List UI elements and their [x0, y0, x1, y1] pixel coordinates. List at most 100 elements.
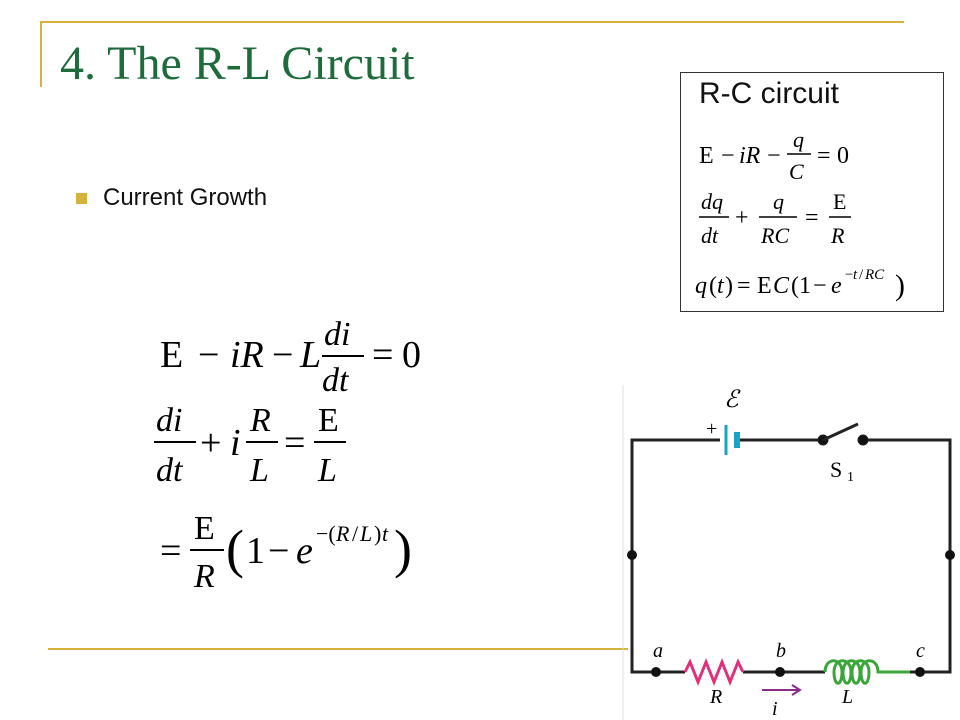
svg-text:−: −: [198, 334, 219, 376]
svg-text:−: −: [845, 267, 853, 283]
svg-text:E: E: [757, 273, 772, 299]
svg-text:=: =: [160, 530, 181, 572]
svg-text:(: (: [226, 519, 244, 579]
svg-text:t: t: [717, 273, 725, 299]
svg-text:−: −: [813, 273, 827, 299]
svg-text:(1: (1: [791, 273, 811, 299]
inductor-icon: [823, 659, 910, 685]
svg-text:di: di: [156, 402, 182, 439]
svg-text:q: q: [773, 189, 784, 214]
node-a-label: a: [653, 640, 663, 662]
switch-label: S: [830, 457, 842, 482]
svg-text:E: E: [833, 189, 846, 214]
switch-subscript: 1: [847, 470, 854, 485]
svg-text:E: E: [194, 510, 215, 547]
svg-text:): ): [725, 273, 733, 299]
node-c: [915, 667, 925, 677]
svg-text:q: q: [695, 273, 707, 299]
svg-text:L: L: [299, 334, 321, 376]
svg-text:dq: dq: [701, 189, 723, 214]
bullet-text: Current Growth: [103, 184, 268, 211]
svg-text:dt: dt: [322, 362, 350, 399]
rl-circuit-diagram: + ℰ S 1 a b c R L i: [622, 385, 955, 720]
svg-text:(: (: [709, 273, 717, 299]
svg-text:dt: dt: [701, 223, 719, 248]
svg-text:di: di: [324, 316, 350, 353]
node-right: [945, 550, 955, 560]
svg-text:=: =: [817, 143, 831, 169]
svg-text:RC: RC: [760, 223, 789, 248]
svg-text:dt: dt: [156, 452, 184, 489]
svg-text:E: E: [318, 402, 339, 439]
svg-text:E: E: [160, 334, 183, 376]
svg-text:L: L: [359, 521, 372, 546]
svg-text:0: 0: [837, 143, 849, 169]
svg-text:e: e: [831, 273, 842, 299]
svg-text:L: L: [317, 452, 337, 489]
node-left: [627, 550, 637, 560]
rc-equation-3: q ( t ) = E C (1 − e − t / RC ): [695, 267, 905, 302]
svg-text:=: =: [284, 422, 305, 464]
inductor-label: L: [841, 686, 853, 708]
svg-text:iR: iR: [230, 334, 264, 376]
svg-text:C: C: [789, 159, 804, 184]
svg-text:RC: RC: [864, 267, 885, 283]
circuit-wires: [630, 438, 952, 674]
svg-text:e: e: [296, 530, 313, 572]
rc-equation-2: dq dt + q RC = E R: [699, 189, 851, 248]
rc-equation-1: E − iR − q C = 0: [699, 127, 849, 184]
bottom-rule: [48, 648, 628, 650]
svg-text:R: R: [830, 223, 845, 248]
svg-text:t: t: [382, 521, 389, 546]
bullet-item: Current Growth: [76, 184, 267, 212]
svg-text:i: i: [230, 422, 241, 464]
svg-text:−: −: [272, 334, 293, 376]
resistor-icon: [683, 657, 745, 687]
svg-text:/: /: [352, 521, 359, 546]
battery-icon: [724, 425, 740, 455]
svg-text:q: q: [793, 127, 804, 152]
rl-equation-1: E − iR − L di dt = 0: [160, 316, 421, 399]
svg-text:=: =: [372, 334, 393, 376]
current-arrow-icon: [762, 684, 802, 696]
slide-title: 4. The R-L Circuit: [60, 37, 415, 90]
svg-text:E: E: [699, 143, 714, 169]
svg-text:/: /: [859, 267, 864, 283]
svg-text:R: R: [249, 402, 271, 439]
svg-text:+: +: [200, 422, 221, 464]
svg-text:L: L: [249, 452, 269, 489]
svg-text:): ): [895, 269, 905, 302]
svg-text:−(: −(: [316, 521, 336, 546]
resistor-label: R: [709, 686, 722, 708]
svg-text:0: 0: [402, 334, 421, 376]
svg-text:=: =: [805, 205, 819, 231]
node-a: [651, 667, 661, 677]
top-rule: [40, 21, 904, 23]
svg-text:): ): [374, 521, 381, 546]
node-b-label: b: [776, 640, 786, 662]
node-b: [775, 667, 785, 677]
svg-text:R: R: [335, 521, 350, 546]
svg-text:−: −: [721, 143, 735, 169]
rc-circuit-box: R-C circuit E − iR − q C = 0 dq dt + q R…: [680, 72, 944, 312]
svg-text:R: R: [193, 558, 215, 595]
rl-equation-2: di dt + i R L = E L: [154, 402, 346, 489]
current-label: i: [772, 698, 778, 720]
emf-label: ℰ: [724, 387, 741, 413]
svg-text:−: −: [268, 530, 289, 572]
bullet-square-icon: [76, 192, 87, 204]
svg-text:+: +: [735, 205, 749, 231]
battery-plus-label: +: [706, 418, 717, 440]
svg-text:iR: iR: [739, 143, 761, 169]
svg-text:t: t: [853, 267, 858, 283]
left-rule: [40, 21, 42, 87]
rl-equations: E − iR − L di dt = 0 di dt + i R L = E L…: [154, 316, 421, 595]
svg-text:1: 1: [246, 530, 265, 572]
switch-icon[interactable]: [817, 422, 869, 446]
svg-text:−: −: [767, 143, 781, 169]
node-c-label: c: [916, 640, 925, 662]
rc-equations: E − iR − q C = 0 dq dt + q RC = E R q (: [695, 127, 905, 302]
svg-text:C: C: [773, 273, 790, 299]
svg-text:=: =: [737, 273, 751, 299]
rc-box-title: R-C circuit: [699, 77, 839, 110]
